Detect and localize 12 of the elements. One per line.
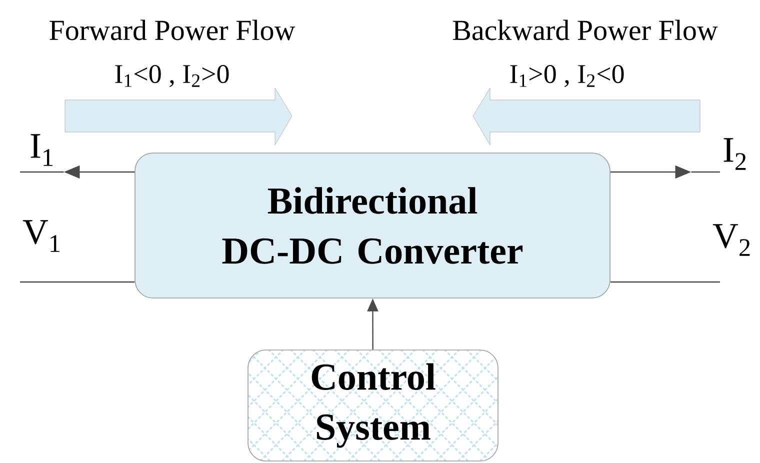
converter-box: Bidirectional DC-DC Converter xyxy=(134,152,610,298)
control-box: Control System xyxy=(248,350,498,462)
voltage-label: V$_{1}$ xyxy=(22,220,60,252)
heading-text: Backward Power Flow xyxy=(452,20,718,40)
current-label: I$_{2}$ xyxy=(724,138,746,170)
terminal-line xyxy=(610,281,720,283)
voltage-label: V$_{2}$ xyxy=(712,224,750,256)
heading-text: Forward Power Flow xyxy=(50,20,296,40)
condition-text: I$_{1}$>0 , I$_{2}$<0 xyxy=(510,64,624,88)
terminal-line xyxy=(20,281,135,283)
current-label: I$_{1}$ xyxy=(30,134,53,166)
condition-text: I$_{1}$<0 , I$_{2}$>0 xyxy=(115,64,229,88)
